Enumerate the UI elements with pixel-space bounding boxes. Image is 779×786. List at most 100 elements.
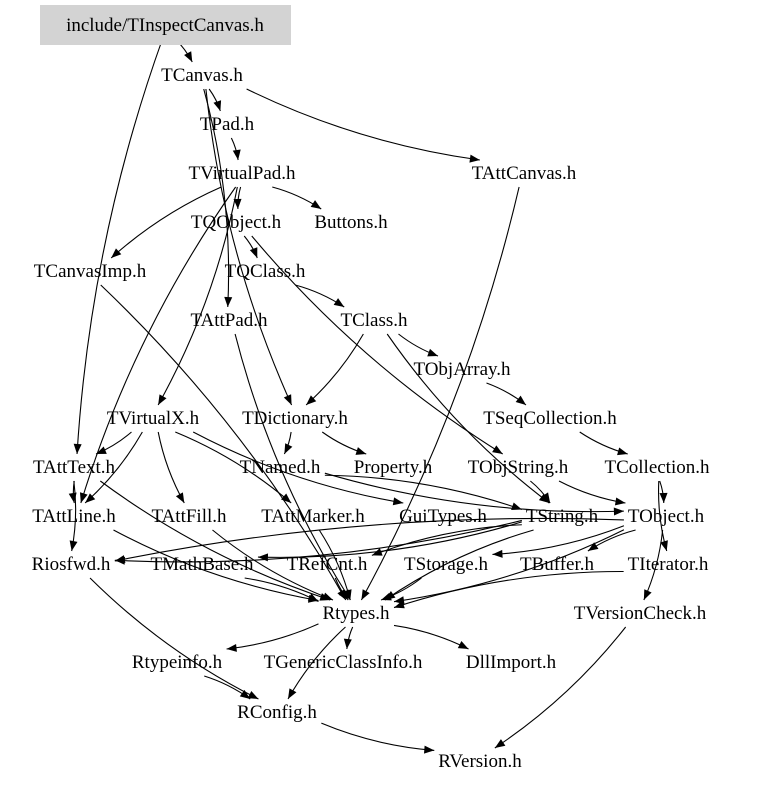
edge-tattline-to-rtypes bbox=[113, 529, 319, 602]
arrowhead-rtypeinfo bbox=[226, 643, 237, 652]
node-tstring[interactable]: TString.h bbox=[526, 506, 599, 527]
edge-tattfill-to-rtypes bbox=[212, 529, 334, 601]
arrowhead-tobject bbox=[613, 507, 624, 516]
node-tattline[interactable]: TAttLine.h bbox=[32, 506, 116, 527]
node-tattpad[interactable]: TAttPad.h bbox=[190, 310, 268, 331]
arrowhead-tstorage bbox=[492, 549, 503, 558]
edge-rtypes-to-rtypeinfo bbox=[226, 623, 319, 650]
node-tbuffer[interactable]: TBuffer.h bbox=[520, 554, 595, 575]
node-titerator[interactable]: TIterator.h bbox=[628, 554, 709, 575]
arrowhead-tattline bbox=[79, 492, 88, 503]
arrowhead-tobject bbox=[659, 492, 668, 503]
node-tobject[interactable]: TObject.h bbox=[628, 506, 705, 527]
arrowhead-tbuffer bbox=[587, 542, 599, 551]
arrowhead-rconfig bbox=[239, 689, 251, 699]
node-tstorage[interactable]: TStorage.h bbox=[404, 554, 488, 575]
node-dllimport[interactable]: DllImport.h bbox=[466, 652, 557, 673]
arrowhead-tcanvasimp bbox=[111, 248, 122, 258]
edge-rtypes-to-dllimport bbox=[393, 624, 469, 650]
node-tvirtualpad[interactable]: TVirtualPad.h bbox=[188, 163, 296, 184]
arrowhead-tgenericclassinfo bbox=[343, 638, 352, 649]
arrowhead-buttons bbox=[310, 200, 322, 209]
node-tattfill[interactable]: TAttFill.h bbox=[151, 506, 227, 527]
arrowhead-riosfwd bbox=[69, 540, 78, 551]
node-rtypes[interactable]: Rtypes.h bbox=[322, 603, 390, 624]
edge-riosfwd-to-rconfig bbox=[89, 577, 259, 700]
edge-tvirtualpad-to-tcanvasimp bbox=[110, 186, 222, 259]
node-buttons[interactable]: Buttons.h bbox=[314, 212, 388, 233]
node-riosfwd[interactable]: Riosfwd.h bbox=[32, 554, 111, 575]
edge-tversioncheck-to-rversion bbox=[494, 626, 627, 749]
edge-tstring-to-trefcnt bbox=[371, 524, 522, 556]
node-tinspectcanvas[interactable]: include/TInspectCanvas.h bbox=[66, 15, 264, 36]
arrowhead-tatttext bbox=[73, 443, 82, 454]
edge-tvirtualpad-to-tattline bbox=[80, 186, 237, 504]
node-tversioncheck[interactable]: TVersionCheck.h bbox=[574, 603, 707, 624]
node-tobjstring[interactable]: TObjString.h bbox=[468, 457, 569, 478]
arrowhead-tnamed bbox=[284, 443, 293, 454]
arrowhead-tseqcollection bbox=[515, 395, 527, 405]
node-rtypeinfo[interactable]: Rtypeinfo.h bbox=[132, 652, 223, 673]
edge-tvirtualpad-to-tvirtualx bbox=[157, 186, 238, 406]
arrowhead-tvirtualx bbox=[158, 394, 167, 405]
edge-tnamed-to-tobject bbox=[324, 472, 624, 513]
node-tclass[interactable]: TClass.h bbox=[340, 310, 408, 331]
node-rconfig[interactable]: RConfig.h bbox=[237, 702, 317, 723]
node-tobjarray[interactable]: TObjArray.h bbox=[413, 359, 511, 380]
arrowhead-titerator bbox=[660, 540, 668, 551]
node-tcollection[interactable]: TCollection.h bbox=[604, 457, 710, 478]
node-guitypes[interactable]: GuiTypes.h bbox=[399, 506, 487, 527]
node-tdictionary[interactable]: TDictionary.h bbox=[242, 408, 348, 429]
arrowhead-rtypes bbox=[338, 589, 349, 600]
node-tattcanvas[interactable]: TAttCanvas.h bbox=[472, 163, 577, 184]
node-tcanvas[interactable]: TCanvas.h bbox=[161, 65, 243, 86]
arrowhead-tcollection bbox=[617, 447, 628, 456]
node-tvirtualx[interactable]: TVirtualX.h bbox=[107, 408, 200, 429]
edge-tstring-to-riosfwd bbox=[114, 519, 522, 563]
arrowhead-property bbox=[355, 447, 367, 455]
node-tattmarker[interactable]: TAttMarker.h bbox=[261, 506, 365, 527]
edge-tvirtualx-to-tattfill bbox=[157, 431, 185, 504]
node-trefcnt[interactable]: TRefCnt.h bbox=[287, 554, 368, 575]
node-rversion[interactable]: RVersion.h bbox=[438, 751, 522, 772]
arrowhead-riosfwd bbox=[114, 555, 126, 563]
arrowhead-tclass bbox=[333, 298, 345, 307]
node-tmathbase[interactable]: TMathBase.h bbox=[151, 554, 254, 575]
node-tpad[interactable]: TPad.h bbox=[200, 114, 255, 135]
edge-tobject-to-riosfwd bbox=[114, 517, 624, 562]
edge-tcanvas-to-tattcanvas bbox=[246, 88, 480, 161]
edge-tclass-to-tstring bbox=[386, 333, 550, 504]
edge-tobjstring-to-tobject bbox=[558, 480, 626, 504]
arrowhead-tattcanvas bbox=[469, 154, 480, 163]
node-tqobject[interactable]: TQObject.h bbox=[191, 212, 282, 233]
arrowhead-tvirtualpad bbox=[232, 149, 241, 160]
edge-tstring-to-rtypes bbox=[384, 529, 534, 601]
node-tcanvasimp[interactable]: TCanvasImp.h bbox=[34, 261, 147, 282]
arrowhead-tqobject bbox=[233, 198, 242, 209]
arrowhead-tattfill bbox=[175, 492, 185, 503]
node-tnamed[interactable]: TNamed.h bbox=[240, 457, 321, 478]
arrowhead-tqclass bbox=[249, 247, 258, 258]
edge-tvirtualx-to-guitypes bbox=[192, 431, 404, 504]
node-property[interactable]: Property.h bbox=[354, 457, 433, 478]
node-tatttext[interactable]: TAttText.h bbox=[33, 457, 116, 478]
arrowhead-rtypes bbox=[381, 592, 392, 601]
node-tgenericclassinfo[interactable]: TGenericClassInfo.h bbox=[264, 652, 423, 673]
arrowhead-tattpad bbox=[224, 296, 233, 307]
edge-tclass-to-tdictionary bbox=[305, 333, 364, 406]
arrowhead-rtypes bbox=[322, 592, 334, 601]
edge-tcanvas-to-tdictionary bbox=[205, 88, 293, 406]
arrowhead-tcanvas bbox=[184, 51, 193, 62]
arrowhead-guitypes bbox=[392, 497, 404, 506]
arrowhead-dllimport bbox=[457, 640, 469, 649]
edge-tcanvasimp-to-rtypes bbox=[100, 284, 347, 601]
dependency-nodes: include/TInspectCanvas.h TCanvas.h TPad.… bbox=[32, 5, 710, 772]
arrowhead-rversion bbox=[423, 745, 435, 754]
edge-rconfig-to-rversion bbox=[321, 722, 435, 751]
node-tqclass[interactable]: TQClass.h bbox=[225, 261, 306, 282]
arrowhead-rversion bbox=[494, 739, 506, 748]
node-tseqcollection[interactable]: TSeqCollection.h bbox=[483, 408, 617, 429]
arrowhead-tpad bbox=[213, 100, 222, 111]
edge-tcanvas-to-tattpad bbox=[203, 88, 230, 308]
arrowhead-tstring bbox=[541, 492, 551, 503]
